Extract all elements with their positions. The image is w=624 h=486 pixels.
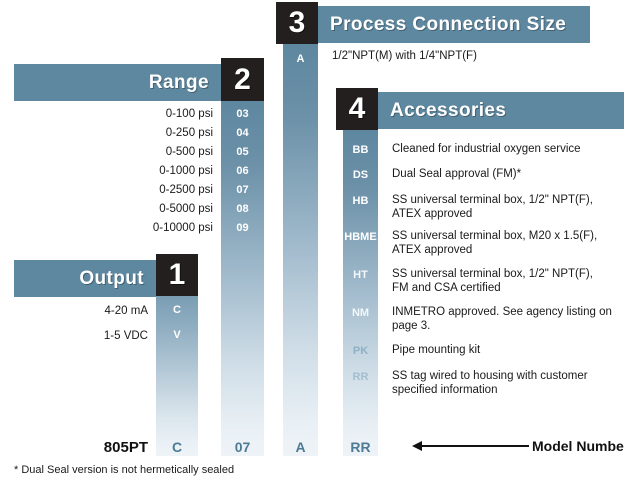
process-connection-title: Process Connection Size (330, 13, 567, 35)
model-number-part-0: C (171, 439, 183, 455)
range-option-code-2: 05 (236, 146, 249, 158)
accessories-header-bar: Accessories (378, 92, 624, 129)
section-badge-4-number: 4 (348, 92, 366, 125)
accessories-code-5: NM (351, 307, 370, 319)
output-option-code-1: V (173, 329, 181, 341)
output-title: Output (79, 267, 144, 289)
range-title: Range (148, 71, 209, 93)
accessories-desc-4: SS universal terminal box, 1/2" NPT(F), … (392, 268, 593, 294)
range-option-label-4: 0-2500 psi (159, 184, 213, 196)
range-option-label-1: 0-250 psi (165, 127, 213, 139)
range-option-code-4: 07 (236, 184, 249, 196)
model-number-part-1: 07 (234, 439, 251, 455)
section-badge-3-number: 3 (288, 6, 306, 39)
model-number-arrow-label: Model Number (532, 438, 624, 454)
section-badge-2: 2 (221, 58, 264, 101)
process-connection-desc-A: 1/2"NPT(M) with 1/4"NPT(F) (332, 50, 477, 62)
accessories-desc-7: SS tag wired to housing with customer sp… (392, 370, 588, 396)
range-option-code-0: 03 (236, 108, 249, 120)
accessories-code-3: HBME (344, 231, 377, 243)
output-option-label-1: 1-5 VDC (103, 330, 148, 342)
accessories-code-7: RR (352, 371, 369, 383)
accessories-code-4: HT (353, 269, 368, 281)
range-option-label-5: 0-5000 psi (159, 203, 213, 215)
accessories-desc-1: Dual Seal approval (FM)* (392, 168, 522, 180)
range-option-label-6: 0-10000 psi (152, 222, 213, 234)
section-badge-1: 1 (156, 254, 198, 296)
model-number-prefix: 805PT (103, 439, 148, 456)
section-badge-2-number: 2 (234, 62, 251, 96)
range-option-label-2: 0-500 psi (165, 146, 213, 158)
range-option-code-3: 06 (236, 165, 249, 177)
process-connection-code-column (283, 44, 318, 456)
accessories-desc-0: Cleaned for industrial oxygen service (392, 143, 581, 155)
range-option-code-6: 09 (236, 222, 249, 234)
output-code-column (156, 296, 198, 456)
section-badge-1-number: 1 (168, 258, 186, 291)
model-number-part-3: RR (350, 439, 371, 455)
accessories-desc-3: SS universal terminal box, M20 x 1.5(F),… (392, 230, 598, 256)
accessories-code-2: HB (352, 195, 369, 207)
range-option-label-3: 0-1000 psi (159, 165, 213, 177)
accessories-code-column (343, 130, 378, 456)
range-option-code-1: 04 (236, 127, 249, 139)
model-number-arrow: Model Number (412, 438, 624, 454)
section-badge-3: 3 (276, 2, 318, 44)
range-option-label-0: 0-100 psi (165, 108, 213, 120)
accessories-title: Accessories (390, 99, 507, 121)
footnote: * Dual Seal version is not hermetically … (14, 464, 235, 476)
range-code-column (221, 101, 264, 456)
accessories-desc-2: SS universal terminal box, 1/2" NPT(F), … (392, 194, 593, 220)
range-option-code-5: 08 (236, 203, 249, 215)
accessories-code-1: DS (352, 169, 369, 181)
accessories-code-6: PK (352, 345, 369, 357)
accessories-desc-5: INMETRO approved. See agency listing on … (392, 306, 612, 332)
accessories-code-0: BB (352, 144, 369, 156)
model-number-part-2: A (295, 439, 306, 455)
arrow-line (422, 445, 529, 447)
output-option-code-0: C (173, 304, 181, 316)
output-option-label-0: 4-20 mA (104, 305, 148, 317)
output-header-bar: Output (14, 260, 156, 297)
range-header-bar: Range (14, 64, 221, 101)
process-connection-header-bar: Process Connection Size (318, 6, 590, 43)
arrow-left-icon (412, 441, 422, 451)
process-connection-code-A: A (296, 53, 305, 65)
accessories-desc-6: Pipe mounting kit (392, 344, 481, 356)
section-badge-4: 4 (336, 88, 378, 130)
